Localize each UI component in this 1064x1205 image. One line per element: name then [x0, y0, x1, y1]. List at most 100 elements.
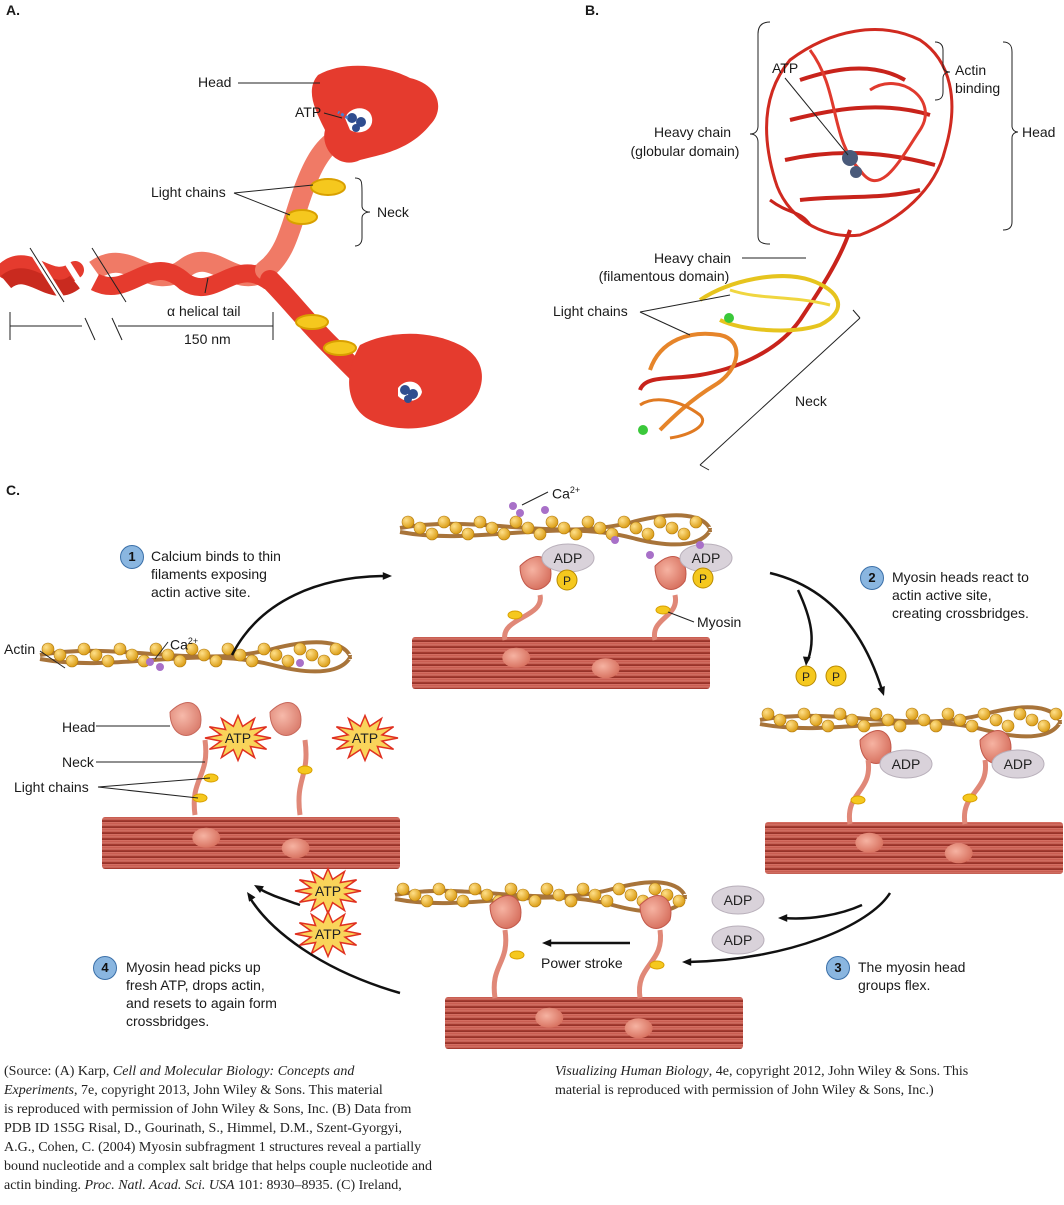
actin-bead — [89, 648, 103, 662]
adp-bottom-1-label: ADP — [724, 892, 753, 908]
arrowhead-2 — [877, 686, 885, 696]
actin-bead — [1037, 719, 1051, 733]
thick-filament-bottom-knob2 — [624, 1018, 653, 1039]
actin-bead — [245, 654, 259, 668]
neck-bottom-1 — [491, 929, 509, 999]
source-caption-left: (Source: (A) Karp, Cell and Molecular Bi… — [4, 1064, 433, 1193]
actin-bead — [540, 882, 554, 896]
arrowhead-1 — [382, 572, 392, 580]
atp-burst-left-2-label: ATP — [352, 730, 378, 746]
atp-burst-bottom-1 — [294, 866, 362, 916]
label-ca-left: Ca2+ — [170, 636, 199, 653]
light-chain-ring — [509, 950, 525, 960]
panel-a-leaders — [9, 82, 371, 341]
adp-right-2 — [991, 749, 1045, 779]
actin-bead — [845, 713, 859, 727]
leader-myosin — [667, 611, 695, 623]
actin-bead — [408, 888, 422, 902]
actin-bead — [929, 719, 943, 733]
calcium-ion — [646, 551, 654, 559]
calcium-ion — [156, 663, 164, 671]
actin-bead — [41, 642, 55, 656]
myosin-head-top — [311, 65, 439, 163]
actin-bead — [516, 888, 530, 902]
actin-bead — [65, 654, 79, 668]
myosin-head-bottom-1 — [489, 895, 522, 929]
atp-burst-bottom-2-label: ATP — [315, 926, 341, 942]
label-heavy-filament-1: Heavy chain — [653, 250, 732, 266]
atp-burst-bottom-2 — [294, 909, 362, 959]
actin-bead — [185, 642, 199, 656]
label-myosin: Myosin — [697, 614, 742, 630]
calcium-ion — [146, 658, 154, 666]
actin-bead — [281, 654, 295, 668]
light-chain-ring — [297, 765, 313, 775]
actin-bead — [101, 654, 115, 668]
leader-light-2 — [97, 786, 199, 799]
myosin-head-bottom — [349, 333, 482, 429]
actin-bead — [821, 719, 835, 733]
actin-bead — [528, 894, 542, 908]
arrow-step-4-branch — [257, 886, 301, 907]
actin-bead — [564, 894, 578, 908]
leader-ca-top — [521, 491, 549, 506]
light-chain-rings — [286, 178, 357, 356]
upper-neck — [255, 130, 345, 280]
label-light-chains-c: Light chains — [14, 779, 89, 795]
step-1-number: 1 — [120, 545, 144, 569]
label-actin-binding-2: binding — [955, 80, 1001, 96]
calcium-ion — [509, 502, 517, 510]
tropomyosin-strand — [759, 720, 1062, 739]
neck-right-2 — [961, 759, 989, 825]
actin-bead — [857, 719, 871, 733]
adp-bottom-1 — [711, 885, 765, 915]
actin-bead — [977, 707, 991, 721]
actin-bead — [576, 882, 590, 896]
panel-b-leaders — [639, 21, 1019, 471]
actin-bead — [797, 707, 811, 721]
neck-left-2 — [296, 739, 309, 816]
actin-bead — [612, 882, 626, 896]
adp-right-1 — [879, 749, 933, 779]
thick-filament-bottom-knob — [535, 1007, 564, 1028]
actin-bead — [233, 648, 247, 662]
actin-bead — [600, 894, 614, 908]
actin-bead — [893, 719, 907, 733]
actin-bead — [569, 527, 583, 541]
actin-bead — [473, 515, 487, 529]
actin-bead — [468, 882, 482, 896]
actin-bead — [413, 521, 427, 535]
neck-top-2 — [652, 594, 678, 641]
neck-right-1 — [846, 759, 872, 825]
arrowhead-3b — [778, 914, 788, 922]
atp-molecule-top — [347, 113, 366, 132]
thick-filament-right-knob — [855, 832, 884, 853]
calcium-ion — [296, 659, 304, 667]
adp-right-1-label: ADP — [892, 756, 921, 772]
actin-bead — [1049, 707, 1063, 721]
adp-top-2-label: ADP — [692, 550, 721, 566]
thick-filament-left — [102, 817, 400, 869]
arrow-step-2-branch — [796, 589, 813, 661]
arrow-step-2 — [769, 571, 884, 691]
atp-burst-left-1-label: ATP — [225, 730, 251, 746]
actin-bead — [521, 521, 535, 535]
p-top-2-label: P — [699, 572, 707, 586]
actin-bead — [293, 642, 307, 656]
thin-filament-top — [399, 513, 712, 547]
actin-bead — [209, 654, 223, 668]
step-4-number: 4 — [93, 956, 117, 980]
actin-bead — [809, 713, 823, 727]
arrow-step-3 — [687, 892, 892, 964]
p-top-1 — [556, 569, 578, 591]
actin-bead — [533, 527, 547, 541]
adp-right-2-label: ADP — [1004, 756, 1033, 772]
p-top-2 — [692, 567, 714, 589]
tropomyosin-strand — [399, 528, 712, 547]
panel-c-letter: C. — [6, 482, 20, 498]
